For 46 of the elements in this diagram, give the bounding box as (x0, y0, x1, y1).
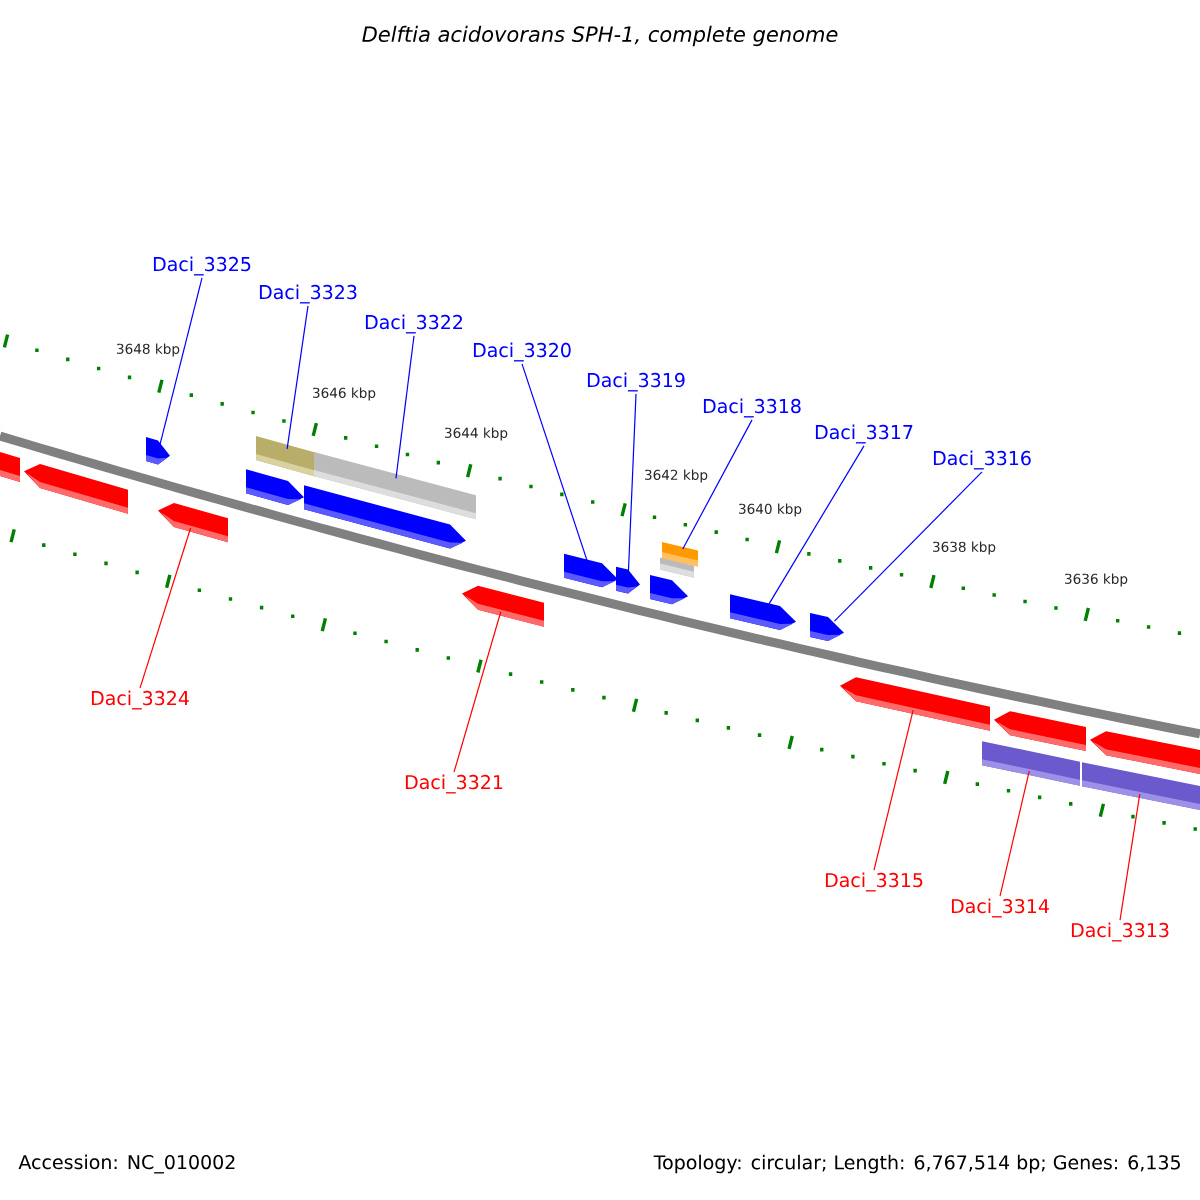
gene-label: Daci_3313 (1071, 922, 1169, 942)
gene-block (256, 436, 316, 477)
gene-block (662, 541, 698, 567)
gene-block (24, 463, 128, 514)
genome-info-text: Topology: circular; Length: 6,767,514 bp; Genes: 6,135 (653, 1154, 1180, 1174)
gene-label: Daci_3322 (365, 314, 463, 334)
leader-line (682, 419, 753, 550)
gene-label: Daci_3321 (405, 774, 503, 794)
gene-label: Daci_3320 (473, 342, 571, 362)
title: Delftia acidovorans SPH-1, complete genome (362, 25, 838, 47)
gene-label: Daci_3323 (259, 284, 357, 304)
leader-line (873, 709, 914, 871)
gene-block (158, 503, 228, 543)
gene-block (616, 566, 640, 594)
leader-line (521, 363, 590, 566)
gene-block (730, 594, 796, 630)
gene-label: Daci_3325 (153, 256, 251, 276)
leader-line (766, 445, 865, 607)
gene-label: Daci_3319 (587, 372, 685, 392)
gene-label: Daci_3315 (825, 872, 923, 892)
gene-block (0, 452, 20, 482)
gene-block (146, 436, 170, 465)
gene-block (982, 741, 1080, 786)
accession-text: Accession: NC_010002 (18, 1154, 235, 1174)
leader-line (139, 527, 192, 689)
gene-block (810, 612, 844, 641)
gene-label: Daci_3317 (815, 424, 913, 444)
leader-line (395, 335, 415, 479)
gene-label: Daci_3314 (951, 898, 1049, 918)
leader-line (999, 770, 1030, 897)
leader-line (159, 277, 203, 446)
leader-line (453, 611, 502, 773)
gene-block (1090, 731, 1200, 774)
gene-block (994, 711, 1086, 752)
gene-block (650, 574, 688, 605)
gene-label: Daci_3316 (933, 450, 1031, 470)
gene-label: Daci_3318 (703, 398, 801, 418)
leader-line (1119, 793, 1141, 921)
gene-block (246, 469, 304, 505)
gene-block (840, 677, 990, 731)
leader-line (286, 305, 309, 450)
leader-line (627, 393, 637, 575)
gene-block (462, 585, 544, 627)
gene-label: Daci_3324 (91, 690, 189, 710)
leader-line (833, 471, 983, 622)
gene-block (314, 452, 476, 520)
